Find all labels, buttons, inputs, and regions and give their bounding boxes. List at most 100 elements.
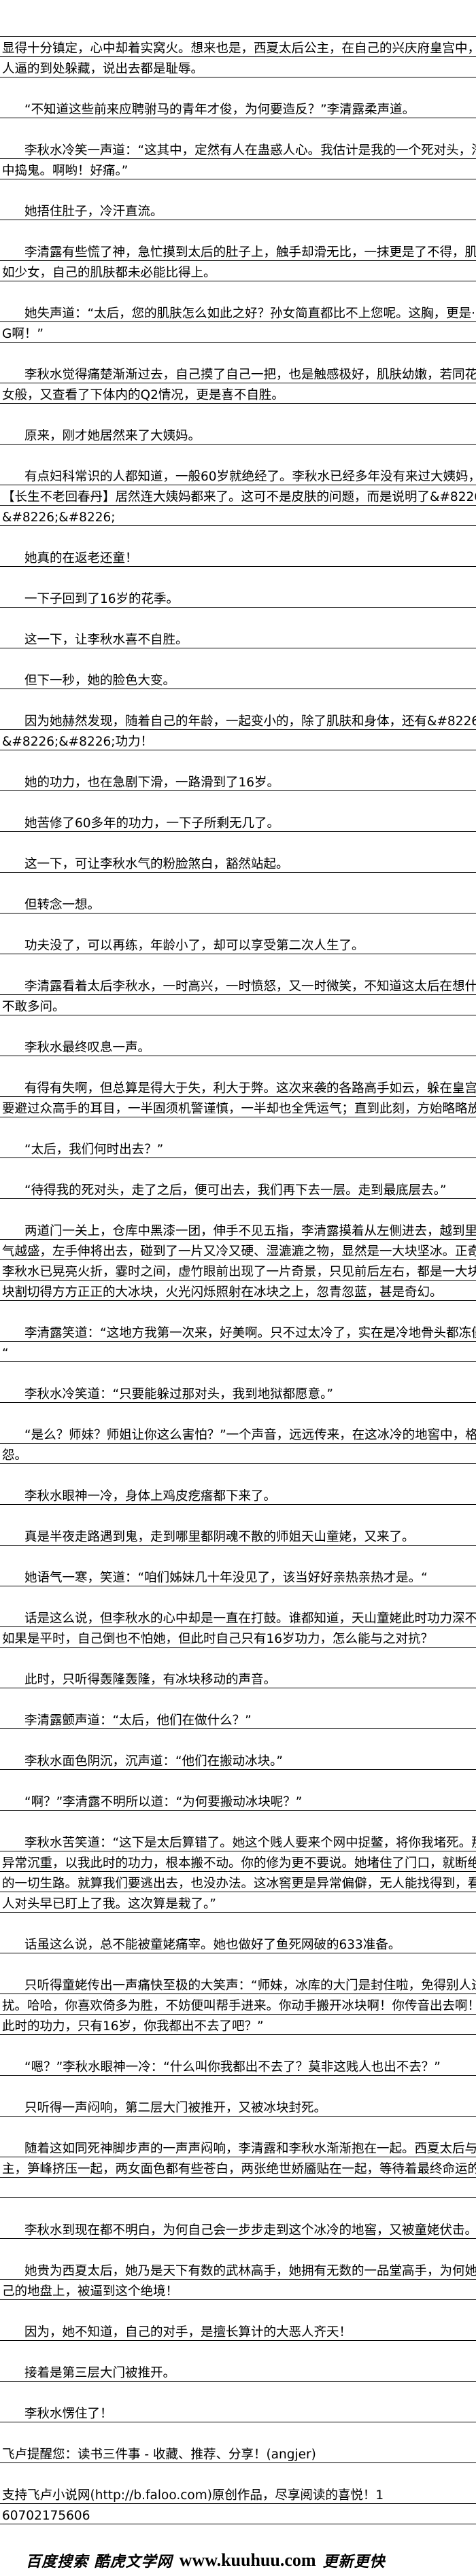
text-line: 李清露颤声道：“太后，他们在做什么？”: [0, 1709, 476, 1729]
footer-note: 支持飞卢小说网(http://b.faloo.com)原创作品，尽享阅读的喜悦！…: [0, 2484, 476, 2524]
paragraph: 这一下，让李秋水喜不自胜。: [0, 628, 476, 648]
paragraph: 因为，她不知道，自己的对手，是擅长算计的大恶人齐天！: [0, 2320, 476, 2341]
paragraph: 原来，刚才她居然来了大姨妈。: [0, 424, 476, 445]
text-line: 但转念一想。: [0, 893, 476, 913]
text-line: 话是这么说，但李秋水的心中却是一直在打鼓。谁都知道，天山童姥此时功力深不可测，: [0, 1607, 476, 1627]
text-line: 原来，刚才她居然来了大姨妈。: [0, 424, 476, 445]
paragraph: 她真的在返老还童！: [0, 546, 476, 567]
paragraph: 功夫没了，可以再练，年龄小了，却可以享受第二次人生了。: [0, 934, 476, 954]
paragraph: 李清露颤声道：“太后，他们在做什么？”: [0, 1709, 476, 1729]
text-line: 如少女，自己的肌肤都未必能比得上。: [0, 261, 476, 281]
text-line: 要避过众高手的耳目，一半固须机警谨慎，一半却也全凭运气；直到此刻，方始略略放心。: [0, 1097, 476, 1117]
text-line: 只听得一声闷响，第二层大门被推开，又被冰块封死。: [0, 2096, 476, 2117]
footer-note: 飞卢提醒您：读书三件事 - 收藏、推荐、分享！(angjer): [0, 2443, 476, 2463]
text-line: 李秋水到现在都不明白，为何自己会一步步走到这个冰冷的地窖，又被童姥伏击。: [0, 2218, 476, 2239]
paragraph: 李秋水眼神一冷，身体上鸡皮疙瘩都下来了。: [0, 1484, 476, 1505]
paragraph: 这一下，可让李秋水气的粉脸煞白，豁然站起。: [0, 852, 476, 873]
text-line: 李秋水面色阴沉，沉声道：“他们在搬动冰块。”: [0, 1750, 476, 1770]
text-line: 中捣鬼。啊哟！好痛。”: [0, 159, 476, 179]
text-line: 接着是第三层大门被推开。: [0, 2361, 476, 2382]
text-line: 支持飞卢小说网(http://b.faloo.com)原创作品，尽享阅读的喜悦！…: [0, 2484, 476, 2504]
text-line: 话虽这么说，总不能被童姥痛宰。她也做好了鱼死网破的633准备。: [0, 1933, 476, 1953]
text-line: 两道门一关上，仓库中黑漆一团，伸手不见五指，李清露摸着从左侧进去，越到里面，寒: [0, 1219, 476, 1240]
paragraph: 有得有失啊，但总算是得大于失，利大于弊。这次来袭的各路高手如云，躲在皇宫内院而要…: [0, 1077, 476, 1117]
text-line: 怨。: [0, 1444, 476, 1464]
paragraph: 李清露笑道：“这地方我第一次来，好美啊。只不过太冷了，实在是冷地骨头都冻僵了。“: [0, 1321, 476, 1362]
paragraph: 李秋水冷笑道：“只要能躲过那对头，我到地狱都愿意。”: [0, 1382, 476, 1403]
text-line: 李秋水最终叹息一声。: [0, 1036, 476, 1056]
text-line: 李秋水觉得痛楚渐渐过去，自己摸了自己一把，也是触感极好，肌肤幼嫩，若同花骨朵少: [0, 363, 476, 383]
paragraph: 此时，只听得轰隆轰隆，有冰块移动的声音。: [0, 1668, 476, 1688]
paragraph: 李秋水觉得痛楚渐渐过去，自己摸了自己一把，也是触感极好，肌肤幼嫩，若同花骨朵少女…: [0, 363, 476, 404]
paragraph: 她贵为西夏太后，她乃是天下有数的武林高手，她拥有无数的一品堂高手，为何她会在自己…: [0, 2259, 476, 2300]
text-line: 60702175606: [0, 2504, 476, 2524]
paragraph: 李秋水到现在都不明白，为何自己会一步步走到这个冰冷的地窖，又被童姥伏击。: [0, 2218, 476, 2239]
text-line: 李清露有些慌了神，急忙摸到太后的肚子上，触手却滑无比，一抹更是了不得，肌肤嫩滑: [0, 241, 476, 261]
text-line: “太后，我们何时出去？”: [0, 1138, 476, 1158]
text-line: 李秋水已晃亮火折，霎时之间，虚竹眼前出现了一片奇景，只见前后左右，都是一大块、一…: [0, 1260, 476, 1281]
text-line: 她失声道：“太后，您的肌肤怎么如此之好？孙女简直都比不上您呢。这胸，更是···: [0, 302, 476, 322]
text-line: [0, 2178, 476, 2198]
paragraph: 她语气一寒，笑道：“咱们姊妹几十年没见了，该当好好亲热亲热才是。“: [0, 1566, 476, 1586]
text-line: 此时的功力，只有16岁，你我都出不去了吧？”: [0, 2015, 476, 2035]
text-line: 飞卢提醒您：读书三件事 - 收藏、推荐、分享！(angjer): [0, 2443, 476, 2463]
text-line: “嗯？”李秋水眼神一冷：“什么叫你我都出不去了？莫非这贱人也出不去？”: [0, 2055, 476, 2076]
site-watermark-logo: 百度搜索 酷虎文学网 www.kuuhuu.com 更新更快: [26, 2549, 434, 2572]
text-line: 女般，又查看了下体内的Q2情况，更是喜不自胜。: [0, 383, 476, 404]
text-line: 有得有失啊，但总算是得大于失，利大于弊。这次来袭的各路高手如云，躲在皇宫内院而: [0, 1077, 476, 1097]
text-line: 【长生不老回春丹】居然连大姨妈都来了。这可不是皮肤的问题，而是说明了&#8226…: [0, 485, 476, 506]
paragraph: 有点妇科常识的人都知道，一般60岁就绝经了。李秋水已经多年没有来过大姨妈，吃了【…: [0, 465, 476, 526]
paragraph: “不知道这些前来应聘驸马的青年才俊，为何要造反？”李清露柔声道。: [0, 98, 476, 118]
text-line: &#8226;&#8226;功力！: [0, 730, 476, 750]
text-line: 这一下，让李秋水喜不自胜。: [0, 628, 476, 648]
text-line: 李秋水愣住了！: [0, 2402, 476, 2422]
text-line: 李秋水冷笑一声道：“这其中，定然有人在蛊惑人心。我估计是我的一个死对头，潜入其: [0, 139, 476, 159]
paragraph: 她的功力，也在急剧下滑，一路滑到了16岁。: [0, 771, 476, 791]
paragraph: “是么？师妹？师姐让你这么害怕？”一个声音，远远传来，在这冰冷的地窖中，格外幽怨…: [0, 1423, 476, 1464]
paragraph: 她苦修了60多年的功力，一下子所剩无几了。: [0, 812, 476, 832]
text-line: 因为，她不知道，自己的对手，是擅长算计的大恶人齐天！: [0, 2320, 476, 2341]
text-line: “待得我的死对头，走了之后，便可出去，我们再下去一层。走到最底层去。”: [0, 1179, 476, 1199]
text-line: 这一下，可让李秋水气的粉脸煞白，豁然站起。: [0, 852, 476, 873]
text-line: 不敢多问。: [0, 995, 476, 1015]
text-line: 异常沉重，以我此时的功力，根本搬不动。你的修为更不要说。她堵住了门口，就断绝了我…: [0, 1851, 476, 1872]
text-line: 李清露看着太后李秋水，一时高兴，一时愤怒，又一时微笑，不知道这太后在想什么，也: [0, 975, 476, 995]
text-line: “不知道这些前来应聘驸马的青年才俊，为何要造反？”李清露柔声道。: [0, 98, 476, 118]
text-line: 她苦修了60多年的功力，一下子所剩无几了。: [0, 812, 476, 832]
text-line: 李清露笑道：“这地方我第一次来，好美啊。只不过太冷了，实在是冷地骨头都冻僵了。: [0, 1321, 476, 1342]
text-line: 的一切生路。就算我们要逃出去，也没办法。这冰窖更是异常偏僻，无人能找得到，看来那…: [0, 1872, 476, 1892]
paragraph: 李秋水冷笑一声道：“这其中，定然有人在蛊惑人心。我估计是我的一个死对头，潜入其中…: [0, 139, 476, 179]
text-line: “: [0, 1342, 476, 1362]
watermark-url: www.kuuhuu.com: [179, 2550, 316, 2570]
paragraph: 接着是第三层大门被推开。: [0, 2361, 476, 2382]
paragraph: 只听得一声闷响，第二层大门被推开，又被冰块封死。: [0, 2096, 476, 2117]
watermark-prefix: 百度搜索 酷虎文学网: [26, 2553, 173, 2571]
text-line: 李秋水苦笑道：“这下是太后算错了。她这个贱人要来个网中捉鳖，将你我堵死。那冰块: [0, 1831, 476, 1851]
paragraph: “嗯？”李秋水眼神一冷：“什么叫你我都出不去了？莫非这贱人也出不去？”: [0, 2055, 476, 2076]
paragraph: “啊？”李清露不明所以道：“为何要搬动冰块呢？”: [0, 1790, 476, 1811]
text-line: “啊？”李清露不明所以道：“为何要搬动冰块呢？”: [0, 1790, 476, 1811]
paragraph: 只听得童姥传出一声痛快至极的大笑声：“师妹，冰库的大门是封住啦，免得别人进来打扰…: [0, 1974, 476, 2035]
paragraph: 李秋水苦笑道：“这下是太后算错了。她这个贱人要来个网中捉鳖，将你我堵死。那冰块异…: [0, 1831, 476, 1913]
paragraph: 她捂住肚子，冷汗直流。: [0, 200, 476, 220]
paragraph: 随着这如同死神脚步声的一声声闷响，李清露和李秋水渐渐抱在一起。西夏太后与银川公主…: [0, 2137, 476, 2198]
text-line: 只听得童姥传出一声痛快至极的大笑声：“师妹，冰库的大门是封住啦，免得别人进来打: [0, 1974, 476, 1994]
text-line: 扰。哈哈，你喜欢倚多为胜，不妨便叫帮手进来。你动手搬开冰块啊！你传音出去啊！只怕…: [0, 1994, 476, 2015]
text-line: “是么？师妹？师姐让你这么害怕？”一个声音，远远传来，在这冰冷的地窖中，格外幽: [0, 1423, 476, 1444]
text-line: 人对头早已盯上了我。这次算是栽了。”: [0, 1892, 476, 1913]
text-line: 随着这如同死神脚步声的一声声闷响，李清露和李秋水渐渐抱在一起。西夏太后与银川公: [0, 2137, 476, 2157]
paragraph: 因为她赫然发现，随着自己的年龄，一起变小的，除了肌肤和身体，还有&#8226;&…: [0, 710, 476, 750]
text-line: 主，笋峰挤压一起，两女面色都有些苍白，两张绝世娇靥贴在一起，等待着最终命运的宣判…: [0, 2157, 476, 2178]
text-line: 但下一秒，她的脸色大变。: [0, 669, 476, 689]
paragraph: 李秋水最终叹息一声。: [0, 1036, 476, 1056]
text-line: 因为她赫然发现，随着自己的年龄，一起变小的，除了肌肤和身体，还有&#8226;: [0, 710, 476, 730]
paragraph: 话虽这么说，总不能被童姥痛宰。她也做好了鱼死网破的633准备。: [0, 1933, 476, 1953]
paragraph: “太后，我们何时出去？”: [0, 1138, 476, 1158]
text-line: 她的功力，也在急剧下滑，一路滑到了16岁。: [0, 771, 476, 791]
text-line: 功夫没了，可以再练，年龄小了，却可以享受第二次人生了。: [0, 934, 476, 954]
paragraph: 显得十分镇定，心中却着实窝火。想来也是，西夏太后公主，在自己的兴庆府皇宫中，居然…: [0, 16, 476, 77]
text-line: 气越盛，左手伸将出去，碰到了一片又冷又硬、湿漉漉之物，显然是一大块坚冰。正奇怪间…: [0, 1240, 476, 1260]
text-line: [0, 16, 476, 37]
text-line: 她语气一寒，笑道：“咱们姊妹几十年没见了，该当好好亲热亲热才是。“: [0, 1566, 476, 1586]
paragraph: 但转念一想。: [0, 893, 476, 913]
